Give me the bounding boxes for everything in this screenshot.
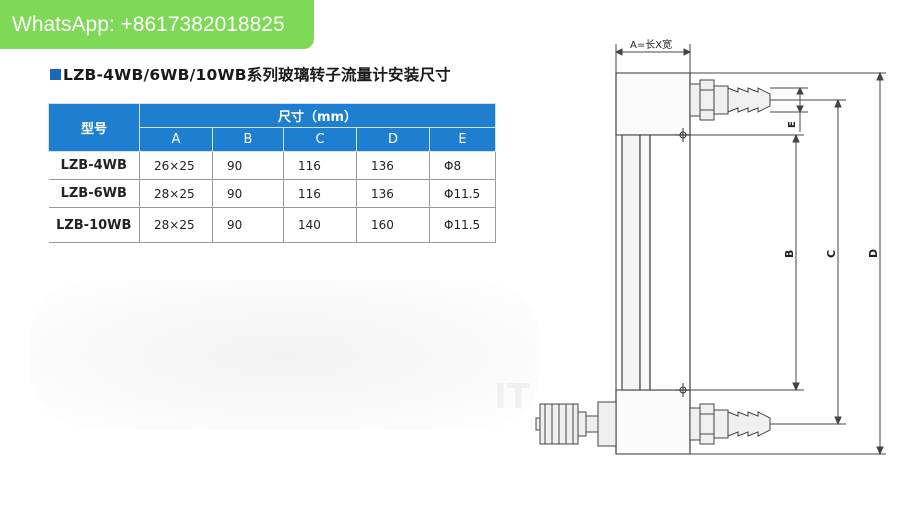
cell-b: 90 [212, 151, 284, 180]
model-cell: LZB-4WB [48, 151, 140, 180]
dimension-b-label: B [783, 250, 796, 258]
page-title: LZB-4WB/6WB/10WB系列玻璃转子流量计安装尺寸 [50, 63, 451, 85]
faded-watermark-mark: IT [494, 377, 531, 417]
column-header-a: A [139, 127, 213, 152]
model-cell: LZB-10WB [48, 207, 140, 243]
dimension-d [690, 71, 886, 456]
whatsapp-contact-text: WhatsApp: +8617382018825 [12, 13, 285, 36]
cell-e: Φ11.5 [429, 207, 496, 243]
cell-a: 28×25 [139, 207, 213, 243]
cell-d: 136 [356, 151, 430, 180]
valve-knob [535, 401, 617, 447]
table-row: LZB-10WB 28×25 90 140 160 Φ11.5 [48, 207, 496, 243]
column-header-e: E [429, 127, 496, 152]
cell-e: Φ11.5 [429, 179, 496, 208]
dimension-e [770, 86, 808, 132]
table-row: LZB-4WB 26×25 90 116 136 Φ8 [48, 151, 496, 180]
cell-c: 116 [283, 151, 357, 180]
model-header: 型号 [48, 103, 140, 152]
dimension-a-label: A=长X宽 [630, 38, 672, 51]
table-header-row-2: A B C D E [49, 127, 496, 152]
cell-a: 28×25 [139, 179, 213, 208]
table-row: LZB-6WB 28×25 90 116 136 Φ11.5 [48, 179, 496, 208]
cell-c: 140 [283, 207, 357, 243]
title-text: LZB-4WB/6WB/10WB系列玻璃转子流量计安装尺寸 [63, 66, 451, 84]
cell-b: 90 [212, 207, 284, 243]
top-hose-fitting [689, 79, 771, 121]
title-square-icon [50, 69, 61, 80]
center-marks [676, 128, 690, 397]
whatsapp-contact-badge[interactable]: WhatsApp: +8617382018825 [0, 0, 314, 49]
dimension-c-label: C [825, 250, 838, 258]
bottom-hose-fitting [689, 403, 771, 445]
column-header-c: C [283, 127, 357, 152]
cell-c: 116 [283, 179, 357, 208]
cell-d: 160 [356, 207, 430, 243]
dimension-d-label: D [867, 249, 880, 258]
size-header: 尺寸（mm） [139, 103, 496, 128]
dimension-c [770, 98, 846, 426]
table-header-row-1: 型号 尺寸（mm） [48, 103, 496, 152]
faded-background-smear [30, 280, 540, 430]
dimension-e-label: E [787, 121, 798, 128]
model-cell: LZB-6WB [48, 179, 140, 208]
dimension-b [690, 133, 804, 392]
cell-d: 136 [356, 179, 430, 208]
column-header-d: D [356, 127, 430, 152]
cell-b: 90 [212, 179, 284, 208]
flowmeter-body [615, 72, 691, 455]
dimension-a [614, 44, 692, 73]
cell-e: Φ8 [429, 151, 496, 180]
cell-a: 26×25 [139, 151, 213, 180]
dimension-table: 型号 尺寸（mm） A B C D E LZB-4WB 26×25 90 116… [48, 103, 496, 243]
